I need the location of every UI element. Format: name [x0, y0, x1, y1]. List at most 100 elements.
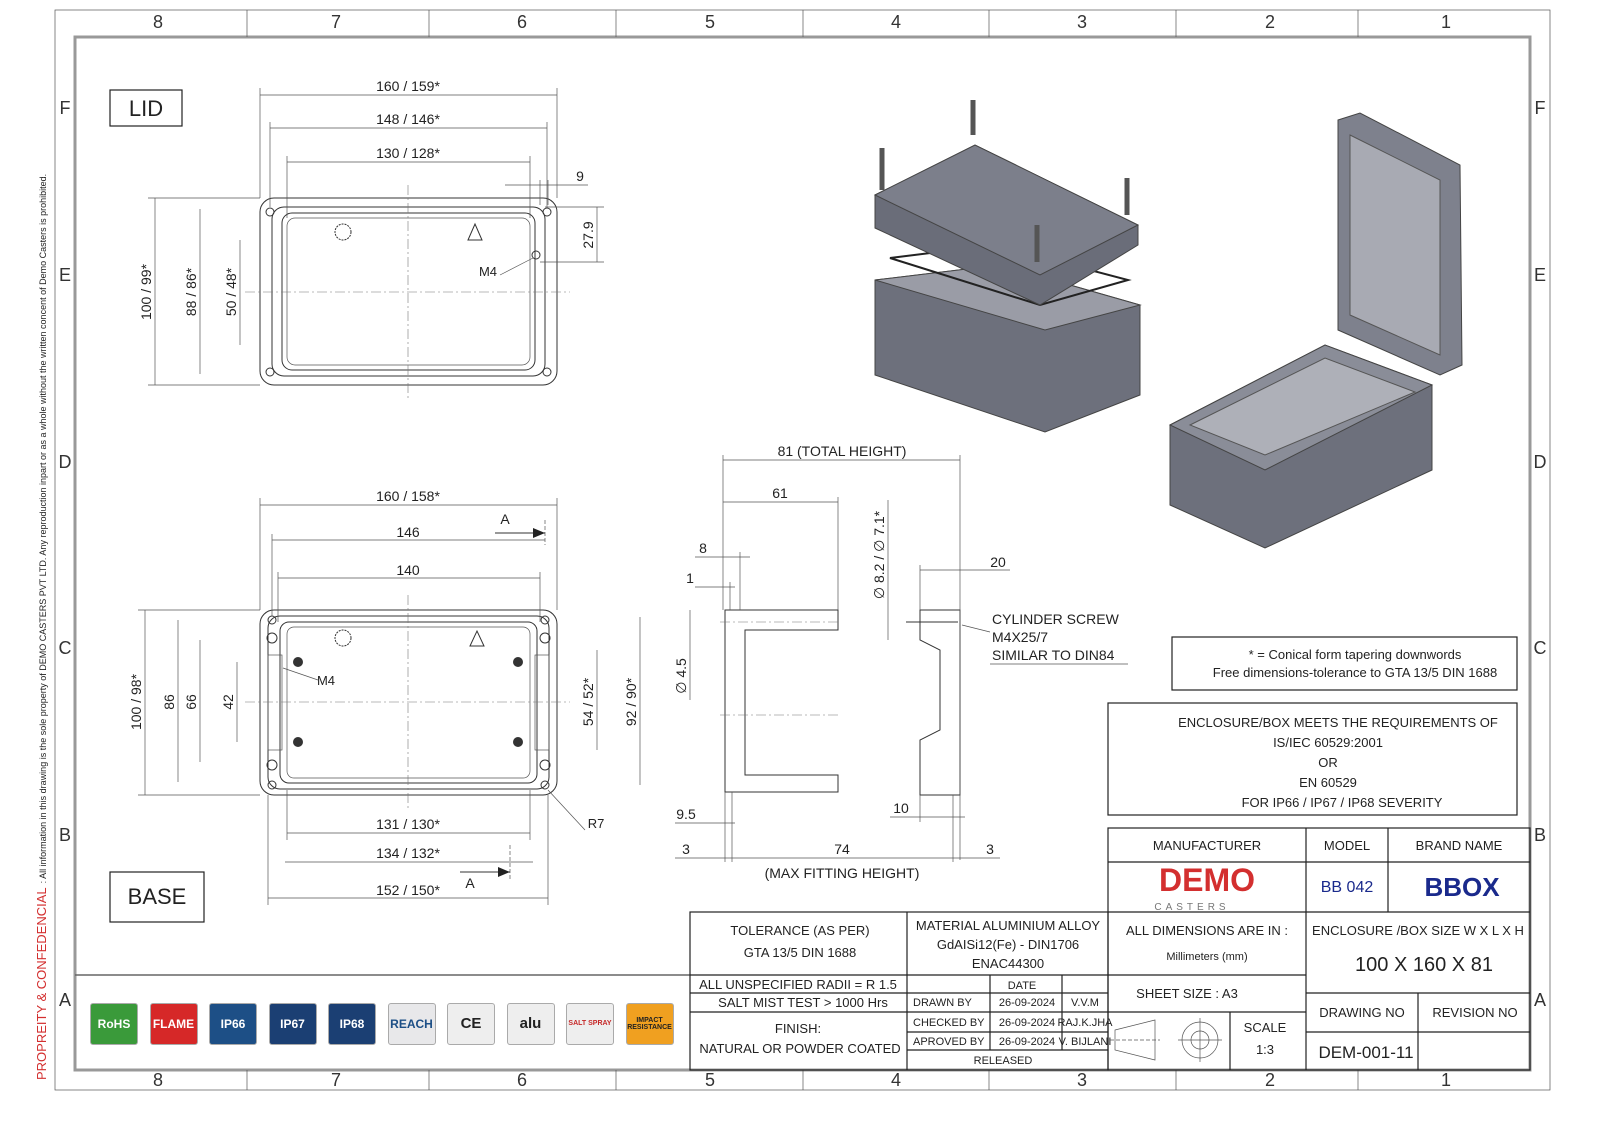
screw-note: CYLINDER SCREW: [992, 611, 1120, 627]
isometric-views: [873, 100, 1463, 549]
manufacturer-header: MANUFACTURER: [1153, 838, 1261, 853]
zone-column-label: 8: [153, 12, 163, 32]
base-view: BASE 160 / 158* 146 140 A A 100: [109, 488, 641, 923]
badge-reach: REACH: [387, 1003, 436, 1045]
dim-label: 61: [772, 485, 788, 501]
gear-symbol-icon: [334, 223, 352, 241]
signoff-date: 26-09-2024: [999, 1017, 1055, 1029]
zone-row-label: C: [1534, 638, 1547, 658]
signoff-date: 26-09-2024: [999, 997, 1055, 1009]
dim-label: 3: [986, 841, 994, 857]
dim-label: 27.9: [580, 221, 596, 248]
badge-ip68: IP68: [328, 1003, 376, 1045]
notes: * = Conical form tapering downwords Free…: [1107, 636, 1518, 816]
units-label: ALL DIMENSIONS ARE IN :: [1126, 923, 1288, 938]
zone-column-label: 5: [705, 1070, 715, 1090]
material-value: GdAISi12(Fe) - DIN1706: [937, 937, 1079, 952]
dim-label: 148 / 146*: [376, 111, 440, 127]
dim-label: ∅ 8.2 / ∅ 7.1*: [871, 510, 887, 599]
confidential-text: : All information in this drawing is the…: [38, 174, 48, 884]
max-fitting-label: (MAX FITTING HEIGHT): [765, 865, 920, 881]
badge-ce: CE: [447, 1003, 495, 1045]
dim-label: 3: [682, 841, 690, 857]
thread-label: M4: [317, 673, 335, 688]
section-view: 81 (TOTAL HEIGHT) 61 8 1 ∅ 4.5 ∅ 8.2 / ∅…: [673, 443, 1128, 881]
dim-label: 88 / 86*: [183, 267, 199, 316]
screw-note: M4X25/7: [992, 629, 1048, 645]
salt-note: SALT MIST TEST > 1000 Hrs: [718, 995, 888, 1010]
zone-column-label: 8: [153, 1070, 163, 1090]
scale-header: SCALE: [1244, 1020, 1287, 1035]
requirements-line: ENCLOSURE/BOX MEETS THE REQUIREMENTS OF: [1178, 715, 1498, 730]
thread-label: M4: [479, 264, 497, 279]
date-header: DATE: [1008, 980, 1037, 992]
finish-label: FINISH:: [775, 1021, 821, 1036]
drawing-no: DEM-001-11: [1318, 1043, 1413, 1062]
tolerance-label: TOLERANCE (AS PER): [730, 923, 869, 938]
dim-label: 9: [576, 168, 584, 184]
demo-logo: DEMO: [1159, 862, 1255, 898]
zone-column-label: 3: [1077, 12, 1087, 32]
signoff-name: V.V.M: [1071, 997, 1099, 1009]
dim-label: 81 (TOTAL HEIGHT): [778, 443, 907, 459]
base-label: BASE: [128, 884, 187, 909]
dim-label: 54 / 52*: [580, 677, 596, 726]
section-mark: A: [500, 511, 510, 527]
radius-label: R7: [588, 816, 605, 831]
dim-label: 100 / 99*: [138, 263, 154, 320]
dim-label: 50 / 48*: [223, 267, 239, 316]
model-logo: BB 042: [1321, 879, 1374, 896]
dim-label: 20: [990, 554, 1006, 570]
section-mark: A: [465, 875, 475, 891]
zone-column-label: 1: [1441, 1070, 1451, 1090]
zone-row-label: A: [1534, 990, 1546, 1010]
size-label: ENCLOSURE /BOX SIZE W X L X H: [1312, 923, 1524, 938]
requirements-line: OR: [1318, 755, 1338, 770]
dim-label: 66: [183, 694, 199, 710]
dim-label: 160 / 159*: [376, 78, 440, 94]
zone-row-label: A: [59, 990, 71, 1010]
title-block: [689, 827, 1531, 1071]
zone-column-label: 3: [1077, 1070, 1087, 1090]
dim-label: 92 / 90*: [623, 677, 639, 726]
dim-label: 8: [699, 540, 707, 556]
zone-row-label: D: [1534, 452, 1547, 472]
released-label: RELEASED: [974, 1055, 1033, 1067]
zone-column-label: 2: [1265, 12, 1275, 32]
note-conical: * = Conical form tapering downwords: [1249, 647, 1462, 662]
badge-rohs: RoHS: [90, 1003, 138, 1045]
recycle-symbol-icon: [467, 222, 483, 241]
requirements-line: EN 60529: [1299, 775, 1357, 790]
demo-logo-sub: CASTERS: [1154, 902, 1229, 913]
zone-column-label: 6: [517, 1070, 527, 1090]
badge-salt-spray: SALT SPRAY: [566, 1003, 614, 1045]
units-value: Millimeters (mm): [1166, 951, 1247, 963]
requirements-line: IS/IEC 60529:2001: [1273, 735, 1383, 750]
scale-value: 1:3: [1256, 1042, 1274, 1057]
sheet-size: SHEET SIZE : A3: [1136, 986, 1238, 1001]
note-tolerance: Free dimensions-tolerance to GTA 13/5 DI…: [1213, 665, 1497, 680]
zone-column-label: 6: [517, 12, 527, 32]
zone-column-label: 4: [891, 12, 901, 32]
inner-frame: [73, 35, 1532, 1072]
zone-row-label: E: [1534, 265, 1546, 285]
signoff-role: CHECKED BY: [913, 1017, 985, 1029]
badge-alu: alu: [506, 1003, 555, 1045]
brand-logo: BBOX: [1424, 872, 1500, 902]
dim-label: 152 / 150*: [376, 882, 440, 898]
signoff-name: V. BIJLANI: [1059, 1036, 1112, 1048]
signoff-date: 26-09-2024: [999, 1036, 1055, 1048]
zone-row-label: B: [59, 825, 71, 845]
dim-label: 131 / 130*: [376, 816, 440, 832]
section-arrow-icon: [533, 528, 545, 538]
zone-row-label: F: [1535, 98, 1546, 118]
dim-label: 74: [834, 841, 850, 857]
zone-row-label: C: [59, 638, 72, 658]
material-label: MATERIAL ALUMINIUM ALLOY: [916, 918, 1101, 933]
zone-row-label: F: [60, 98, 71, 118]
zone-row-label: B: [1534, 825, 1546, 845]
zone-column-label: 4: [891, 1070, 901, 1090]
signoff-role: APROVED BY: [913, 1036, 985, 1048]
